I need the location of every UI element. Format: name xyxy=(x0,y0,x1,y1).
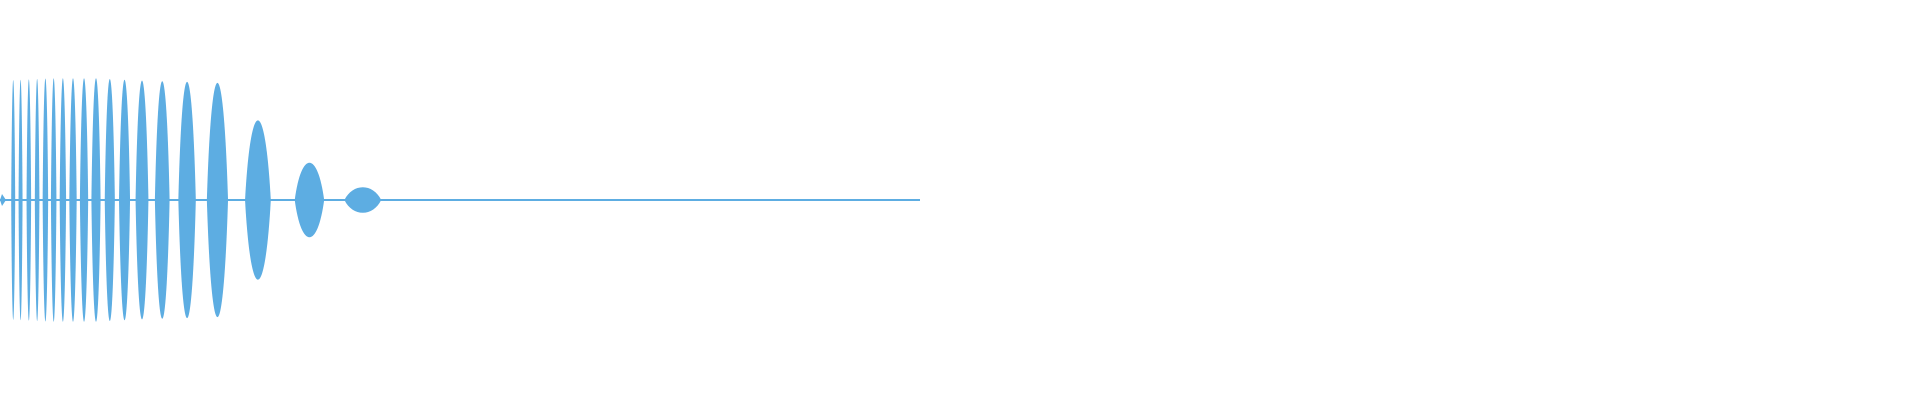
waveform-lobe xyxy=(69,78,77,322)
waveform-lobe xyxy=(154,81,170,319)
waveform-lobe xyxy=(104,78,115,322)
waveform-lobe xyxy=(11,80,16,320)
waveform-lobe xyxy=(178,81,196,319)
waveform-lobe xyxy=(59,78,67,322)
waveform-lobe xyxy=(344,187,382,213)
waveform-lobe xyxy=(50,78,57,322)
waveform-lobe xyxy=(26,79,32,321)
waveform-lobe xyxy=(91,78,101,322)
waveform-lobes xyxy=(0,78,382,322)
waveform-lobe xyxy=(34,78,40,322)
waveform-lobe xyxy=(18,79,23,321)
waveform-lobe xyxy=(245,120,271,280)
waveform-lobe xyxy=(119,79,131,321)
waveform-lobe xyxy=(294,162,325,238)
waveform-lobe xyxy=(79,78,89,322)
waveform-lobe xyxy=(206,82,229,318)
waveform-lobe xyxy=(135,80,149,320)
waveform-start-marker xyxy=(0,194,6,206)
waveform-lobe xyxy=(42,78,49,322)
